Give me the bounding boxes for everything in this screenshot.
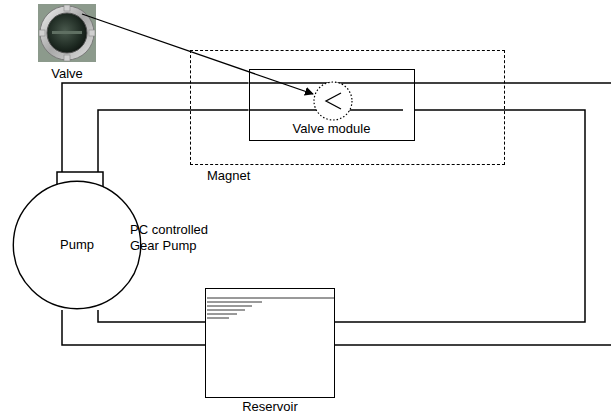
node-label: Valve module (250, 121, 414, 137)
valve-flap (52, 31, 82, 34)
water-line (207, 298, 334, 299)
water-line (207, 318, 229, 319)
pipe-connector (98, 310, 205, 322)
valve-flap-symbol (326, 93, 341, 109)
valve-body (47, 13, 87, 53)
pipe-line (249, 82, 611, 84)
valve-tab (64, 55, 70, 61)
node-label: Reservoir (206, 399, 334, 415)
pump-circle: Pump (12, 180, 142, 310)
pipe-connector (62, 310, 205, 345)
valve-tab (89, 30, 95, 36)
water-line (207, 306, 252, 307)
node-label: Pump (12, 237, 142, 253)
photo-caption: Valve (38, 66, 96, 82)
magnet-region: Valve moduleMagnet (190, 50, 505, 165)
valve-ring (40, 6, 94, 60)
water-level (207, 298, 334, 318)
valve-symbol (314, 82, 352, 120)
reservoir-tank: Reservoir (205, 288, 335, 398)
pipe-connector (62, 83, 249, 180)
water-line (207, 302, 262, 303)
valve-module-box: Valve module (249, 69, 415, 141)
valve-tab (64, 5, 70, 11)
water-line (207, 314, 237, 315)
valve-tab (39, 30, 45, 36)
valve-photo (38, 4, 96, 62)
photo-background (38, 4, 96, 62)
pipe-line (335, 344, 611, 346)
water-line (207, 310, 245, 311)
pipe-connector (335, 110, 585, 322)
leader-arrow (82, 14, 313, 94)
pump-description: PC controlled Gear Pump (130, 222, 225, 253)
node-label: Magnet (207, 168, 250, 184)
